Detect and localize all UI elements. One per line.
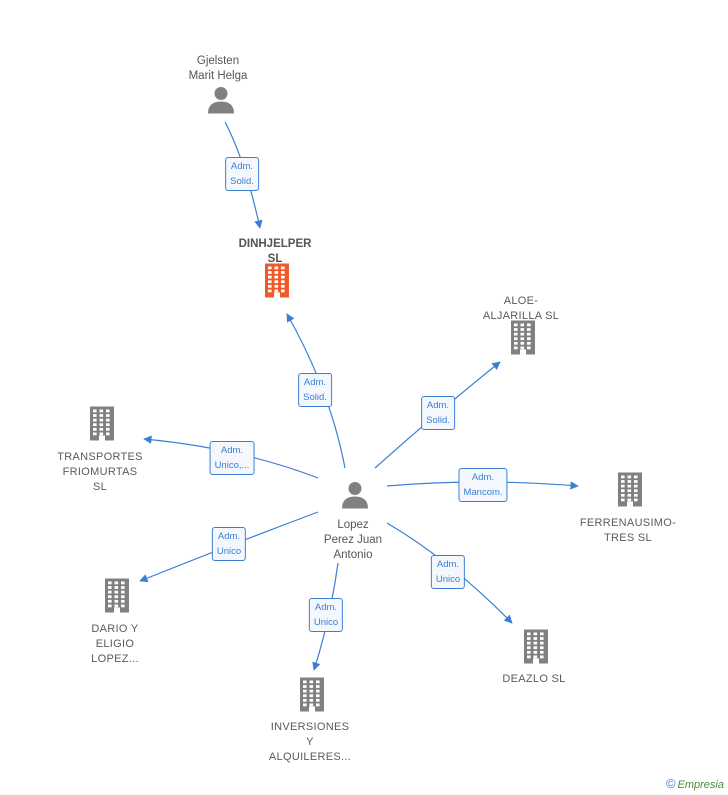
edge-role-badge-dario[interactable]: Adm. Unico [211,527,247,561]
node-label-aloe[interactable]: ALOE- ALJARILLA SL [482,295,560,322]
building-icon-inversiones[interactable] [299,677,325,717]
node-label-dinhjelper[interactable]: DINHJELPER SL [238,238,312,265]
building-icon-transportes[interactable] [89,406,115,446]
edge-role-badge-ferrenausimo[interactable]: Adm. Mancom. [458,468,508,502]
node-label-dario[interactable]: DARIO Y ELIGIO LOPEZ... [91,623,139,665]
copyright-icon: © [665,776,676,791]
edge-role-badge-transportes[interactable]: Adm. Unico,... [209,441,255,475]
node-label-lopez[interactable]: Lopez Perez Juan Antonio [323,519,383,561]
footer-brand[interactable]: ©Empresia [666,776,724,791]
node-label-transportes[interactable]: TRANSPORTES FRIOMURTAS SL [57,451,143,493]
brand-name: Empresia [677,779,724,791]
building-icon-dario[interactable] [104,578,130,618]
person-icon-gjelsten[interactable] [206,85,236,120]
building-icon-ferrenausimo[interactable] [617,472,643,512]
building-icon-dinhjelper[interactable] [264,263,290,303]
edge-role-badge-inversiones[interactable]: Adm. Unico [308,598,344,632]
building-icon-deazlo[interactable] [523,629,549,669]
node-label-inversiones[interactable]: INVERSIONES Y ALQUILERES... [268,721,352,763]
node-label-deazlo[interactable]: DEAZLO SL [502,673,566,685]
edge-role-badge-dinhjelper[interactable]: Adm. Solid. [298,373,332,407]
edge-role-badge-deazlo[interactable]: Adm. Unico [430,555,466,589]
person-icon-lopez[interactable] [340,480,370,515]
edge-role-badge-dinhjelper[interactable]: Adm. Solid. [225,157,259,191]
edge-role-badge-aloe[interactable]: Adm. Solid. [421,396,455,430]
building-icon-aloe[interactable] [510,320,536,360]
node-label-gjelsten[interactable]: Gjelsten Marit Helga [188,55,248,82]
node-label-ferrenausimo[interactable]: FERRENAUSIMO- TRES SL [579,517,677,544]
